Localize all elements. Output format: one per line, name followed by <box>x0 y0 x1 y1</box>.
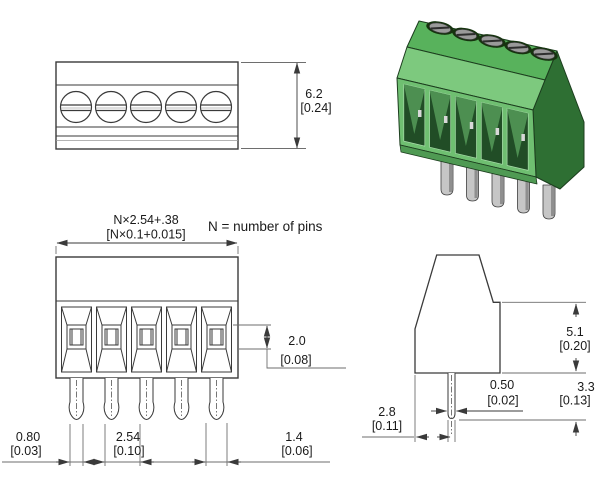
dim-width-formula-in: [N×0.1+0.015] <box>106 228 185 242</box>
dim-wire-entry: 2.0 [0.08] <box>233 324 346 369</box>
screw-icon <box>426 21 454 35</box>
dim-pin-length-in: [0.13] <box>559 394 590 408</box>
front-view-drawing: N×2.54+.38 [N×0.1+0.015] N = number of p… <box>2 213 346 466</box>
dim-body-height-in: [0.20] <box>559 339 590 353</box>
dim-pin-size-in: [0.06] <box>281 444 312 458</box>
dim-top-height-in: [0.24] <box>300 101 331 115</box>
top-view-drawing: 6.2 [0.24] <box>55 61 332 150</box>
dim-top-height: 6.2 [0.24] <box>241 62 332 149</box>
dim-width-formula-mm: N×2.54+.38 <box>113 213 178 227</box>
dim-pin-thickness-in: [0.02] <box>487 394 518 408</box>
cavity <box>96 306 127 373</box>
photo-pins <box>440 160 556 220</box>
dim-body-height-mm: 5.1 <box>566 325 583 339</box>
screw-icon <box>504 40 532 55</box>
screw-icon <box>530 47 558 61</box>
dim-pin-offset: 2.8 [0.11] <box>362 405 451 441</box>
cavity <box>61 306 92 373</box>
dim-bottom-row: 0.80 [0.03] 2.54 [0.10] 1.4 [0.06] <box>2 423 330 466</box>
wire-cavities-front <box>61 306 232 373</box>
dim-pin-pitch-in: [0.10] <box>113 444 144 458</box>
dim-pin-pitch-mm: 2.54 <box>116 430 140 444</box>
cavity <box>201 306 232 373</box>
pin <box>173 378 190 421</box>
pin <box>208 378 225 421</box>
pin <box>68 378 85 421</box>
dim-pin-offset-in: [0.11] <box>372 419 402 433</box>
screw-icon <box>452 27 480 42</box>
dim-wire-entry-mm: 2.0 <box>288 334 305 348</box>
pin <box>103 378 120 421</box>
dim-pin-length-mm: 3.3 <box>577 380 594 394</box>
dim-top-height-mm: 6.2 <box>305 87 322 101</box>
photo-cavities <box>403 83 529 171</box>
screw-icon <box>129 90 163 124</box>
dim-body-height: 5.1 [0.20] <box>559 303 591 372</box>
screw-icon <box>164 90 198 124</box>
dim-pin-width-in: [0.03] <box>10 444 41 458</box>
pin <box>138 378 155 421</box>
screw-heads-top <box>59 90 233 124</box>
pins-note: N = number of pins <box>208 219 323 234</box>
product-photo <box>396 20 585 220</box>
dim-pin-width-mm: 0.80 <box>16 430 40 444</box>
screw-icon <box>59 90 93 124</box>
side-view-drawing: 5.1 [0.20] 3.3 [0.13] 0.50 [0.02] 2.8 [0… <box>362 254 595 442</box>
dim-wire-entry-in: [0.08] <box>280 353 311 367</box>
dim-pin-length: 3.3 [0.13] <box>559 380 595 436</box>
dim-pin-thickness: 0.50 [0.02] <box>431 378 523 415</box>
screw-icon <box>94 90 128 124</box>
dim-pin-size-mm: 1.4 <box>285 430 302 444</box>
cavity <box>166 306 197 373</box>
photo-screws <box>426 21 558 61</box>
screw-icon <box>478 34 506 48</box>
dim-pin-thickness-mm: 0.50 <box>490 378 514 392</box>
solder-pins-front <box>68 378 225 421</box>
cavity <box>131 306 162 373</box>
dim-front-width: N×2.54+.38 [N×0.1+0.015] <box>55 213 239 254</box>
screw-icon <box>199 90 233 124</box>
dim-pin-offset-mm: 2.8 <box>378 405 395 419</box>
